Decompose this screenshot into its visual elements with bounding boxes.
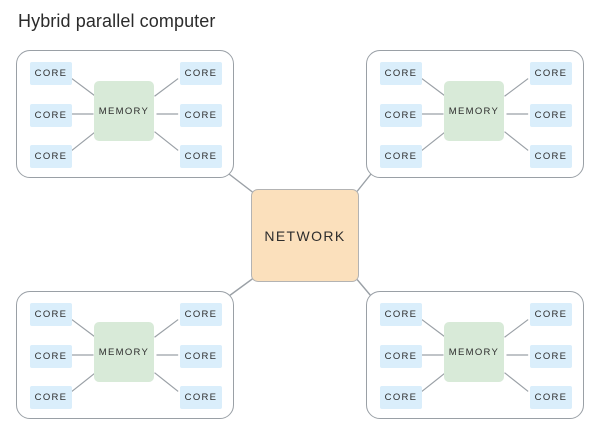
core-box[interactable]: CORE [180,145,222,168]
link-tl-network [228,173,256,195]
memory-box[interactable]: MEMORY [444,322,504,382]
link-tr-network [354,173,372,195]
core-box[interactable]: CORE [30,145,72,168]
link-bl-network [228,276,256,297]
memory-box[interactable]: MEMORY [94,81,154,141]
core-box[interactable]: CORE [180,104,222,127]
core-box[interactable]: CORE [530,345,572,368]
core-box[interactable]: CORE [30,62,72,85]
core-box[interactable]: CORE [530,145,572,168]
core-box[interactable]: CORE [530,62,572,85]
core-box[interactable]: CORE [530,386,572,409]
link-br-network [354,276,372,297]
memory-box[interactable]: MEMORY [94,322,154,382]
network-box[interactable]: NETWORK [251,189,359,282]
cluster-top-right[interactable]: CORE CORE CORE CORE CORE CORE MEMORY [366,50,584,178]
core-box[interactable]: CORE [380,62,422,85]
core-box[interactable]: CORE [180,386,222,409]
core-box[interactable]: CORE [380,386,422,409]
core-box[interactable]: CORE [180,62,222,85]
core-box[interactable]: CORE [180,345,222,368]
core-box[interactable]: CORE [180,303,222,326]
memory-box[interactable]: MEMORY [444,81,504,141]
core-box[interactable]: CORE [30,386,72,409]
page-title: Hybrid parallel computer [18,11,216,31]
cluster-top-left[interactable]: CORE CORE CORE CORE CORE CORE MEMORY [16,50,234,178]
cluster-bottom-left[interactable]: CORE CORE CORE CORE CORE CORE MEMORY [16,291,234,419]
core-box[interactable]: CORE [380,303,422,326]
core-box[interactable]: CORE [30,303,72,326]
core-box[interactable]: CORE [380,345,422,368]
core-box[interactable]: CORE [380,104,422,127]
cluster-bottom-right[interactable]: CORE CORE CORE CORE CORE CORE MEMORY [366,291,584,419]
core-box[interactable]: CORE [380,145,422,168]
core-box[interactable]: CORE [30,104,72,127]
core-box[interactable]: CORE [530,104,572,127]
core-box[interactable]: CORE [30,345,72,368]
core-box[interactable]: CORE [530,303,572,326]
